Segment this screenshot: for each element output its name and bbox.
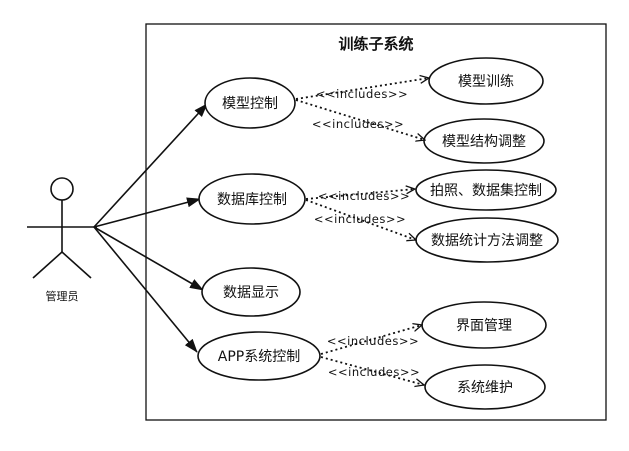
include-line-photo-dataset [305,189,415,200]
use-case-label: 模型训练 [458,74,514,90]
use-case-label: 界面管理 [456,318,512,334]
actor-label: 管理员 [46,289,79,303]
use-case-data-stats[interactable]: 数据统计方法调整 [415,217,559,263]
use-case-label: 模型控制 [222,96,278,112]
use-case-ellipse [201,267,301,317]
use-case-model-control[interactable]: 模型控制 [204,77,296,129]
include-label-ui-management: <<includes>> [327,334,419,348]
use-case-photo-dataset[interactable]: 拍照、数据集控制 [415,169,557,211]
include-label-photo-dataset: <<includes>> [318,189,410,203]
association-data-display [93,226,204,291]
use-case-app-control[interactable]: APP系统控制 [197,331,321,381]
use-case-label: 模型结构调整 [442,134,526,150]
system-boundary [145,23,607,421]
include-label-model-training: <<includes>> [316,87,408,101]
use-case-label: 拍照、数据集控制 [430,182,542,199]
use-case-model-structure[interactable]: 模型结构调整 [423,118,545,164]
association-model-control [93,103,208,228]
use-case-label: 数据统计方法调整 [431,233,543,249]
include-label-model-structure: <<includes>> [312,117,404,131]
actor-head [50,177,74,201]
actor-figure[interactable] [27,177,97,279]
use-case-data-display[interactable]: 数据显示 [201,267,301,317]
use-case-model-training[interactable]: 模型训练 [428,57,544,105]
association-data-control [93,197,201,228]
use-case-data-control[interactable]: 数据库控制 [198,173,306,225]
use-case-label: 数据库控制 [217,192,287,208]
actor-left-leg [32,251,63,279]
use-case-ui-management[interactable]: 界面管理 [421,301,547,349]
use-case-ellipse [204,77,296,129]
use-case-system-maintenance[interactable]: 系统维护 [424,364,546,410]
system-title: 训练子系统 [338,35,413,53]
use-case-label: 数据显示 [223,285,279,301]
use-case-ellipse [197,331,321,381]
include-label-data-stats: <<includes>> [314,212,406,226]
include-label-system-maintenance: <<includes>> [328,365,420,379]
use-case-label: 系统维护 [457,380,513,396]
association-app-control [93,226,198,353]
use-case-label: APP系统控制 [218,349,300,365]
use-case-ellipse [198,173,306,225]
actor-right-leg [61,251,92,279]
